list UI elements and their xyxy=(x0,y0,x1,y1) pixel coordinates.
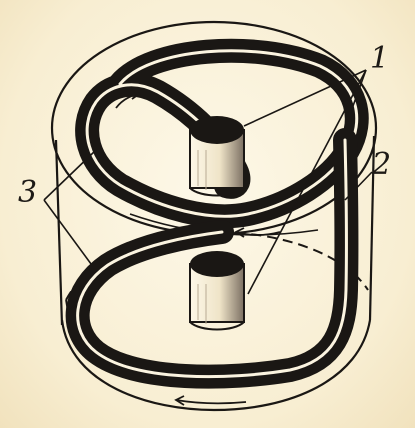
upper-pole xyxy=(190,116,244,196)
label-3: 3 xyxy=(18,178,37,208)
lower-pole xyxy=(190,251,244,330)
label-1: 1 xyxy=(370,44,389,74)
label-2: 2 xyxy=(372,150,391,180)
